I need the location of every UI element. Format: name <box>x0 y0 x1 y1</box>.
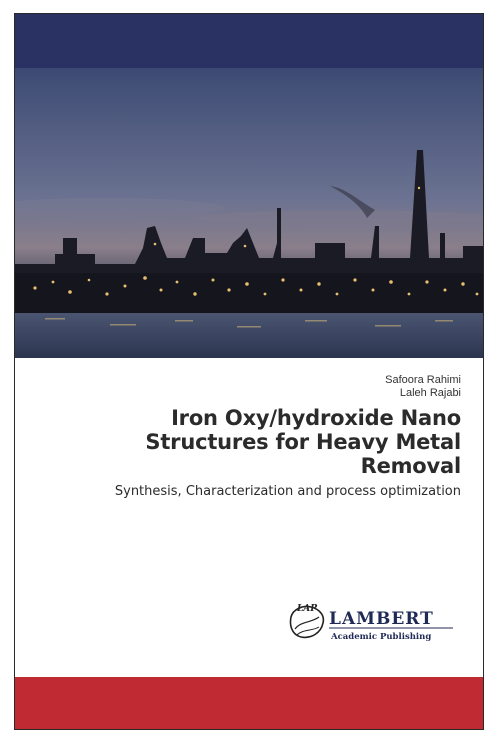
author-name: Laleh Rajabi <box>399 387 461 399</box>
authors: Safoora Rahimi Laleh Rajabi <box>385 374 461 400</box>
svg-text:LAP: LAP <box>296 604 317 614</box>
book-subtitle: Synthesis, Characterization and process … <box>114 484 461 499</box>
book-cover: Safoora Rahimi Laleh Rajabi Iron Oxy/hyd… <box>14 13 484 730</box>
cover-photo-industrial-plant <box>15 68 483 358</box>
cover-top-band <box>15 14 483 68</box>
publisher-logo: LAP LAMBERT Academic Publishing <box>285 599 457 649</box>
book-title-line: Iron Oxy/hydroxide Nano <box>171 406 461 430</box>
book-title: Iron Oxy/hydroxide Nano Structures for H… <box>81 406 461 478</box>
book-title-line: Removal <box>360 454 462 478</box>
author-name: Safoora Rahimi <box>385 374 461 386</box>
book-title-line: Structures for Heavy Metal <box>145 430 461 454</box>
lap-emblem-icon: LAP <box>289 604 325 639</box>
cover-bottom-band <box>15 677 483 729</box>
publisher-tagline: Academic Publishing <box>330 632 431 642</box>
publisher-name: LAMBERT <box>329 609 434 629</box>
